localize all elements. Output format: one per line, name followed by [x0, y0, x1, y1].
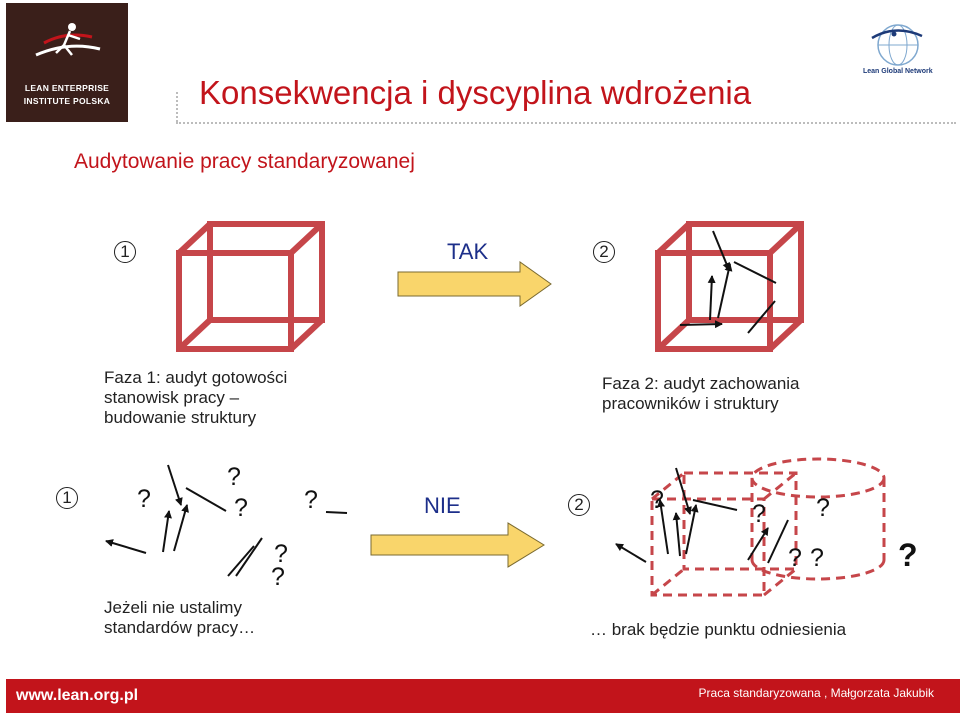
- page-title: Konsekwencja i dyscyplina wdrożenia: [199, 74, 752, 111]
- footer-credit: Praca standaryzowana , Małgorzata Jakubi…: [698, 686, 934, 700]
- phase-1-line-1: Faza 1: audyt gotowości: [104, 368, 288, 387]
- svg-text:?: ?: [227, 463, 241, 491]
- left-caption-line-1: Jeżeli nie ustalimy: [104, 598, 242, 617]
- svg-text:?: ?: [788, 544, 802, 572]
- phase-1-caption: Faza 1: audyt gotowości stanowisk pracy …: [104, 368, 287, 428]
- svg-text:?: ?: [810, 544, 824, 572]
- phase-1-line-2: stanowisk pracy –: [104, 388, 240, 407]
- phase-1-line-3: budowanie struktury: [104, 408, 257, 427]
- title-divider: [176, 122, 956, 124]
- right-bottom-caption: … brak będzie punktu odniesienia: [590, 620, 847, 639]
- network-label: Lean Global Network: [863, 68, 933, 75]
- svg-text:?: ?: [304, 486, 318, 514]
- svg-text:?: ?: [816, 494, 830, 522]
- logo-line-1: LEAN ENTERPRISE: [24, 83, 110, 93]
- title-divider-vertical: [176, 92, 178, 122]
- chaos-arrows-left: [105, 464, 348, 577]
- section-subtitle: Audytowanie pracy standaryzowanej: [74, 150, 415, 173]
- svg-text:?: ?: [234, 494, 248, 522]
- cylinder-dashed: [750, 457, 886, 581]
- no-arrow: [370, 522, 545, 568]
- svg-text:?: ?: [752, 500, 766, 528]
- lean-enterprise-logo: LEAN ENTERPRISE INSTITUTE POLSKA: [6, 3, 128, 122]
- bottom-step-1-badge: 1: [56, 487, 78, 509]
- cube-dashed: [650, 471, 798, 597]
- svg-text:?: ?: [898, 537, 918, 573]
- question-marks-right: ? ? ? ? ? ?: [650, 486, 918, 573]
- svg-text:?: ?: [274, 540, 288, 568]
- chaos-arrows-right: [615, 467, 789, 564]
- yes-label: TAK: [447, 239, 489, 264]
- no-label: NIE: [424, 493, 461, 518]
- left-bottom-caption: Jeżeli nie ustalimy standardów pracy…: [104, 598, 255, 638]
- yes-arrow: [397, 261, 552, 307]
- step-1-badge: 1: [114, 241, 136, 263]
- question-marks-left: ? ? ? ? ? ?: [137, 463, 318, 591]
- cube-solid-1: [176, 221, 325, 352]
- bottom-step-2-badge: 2: [568, 494, 590, 516]
- footer-bar: [158, 679, 960, 713]
- cube-2-arrows: [679, 230, 777, 334]
- phase-2-line-1: Faza 2: audyt zachowania: [602, 374, 800, 393]
- svg-text:?: ?: [137, 485, 151, 513]
- phase-2-line-2: pracowników i struktury: [602, 394, 779, 413]
- footer-url-link[interactable]: www.lean.org.pl: [6, 679, 158, 713]
- svg-text:?: ?: [650, 486, 664, 514]
- svg-text:?: ?: [271, 563, 285, 591]
- logo-line-2: INSTITUTE POLSKA: [23, 96, 111, 106]
- step-2-badge: 2: [593, 241, 615, 263]
- left-caption-line-2: standardów pracy…: [104, 618, 256, 637]
- cube-solid-2: [655, 221, 804, 352]
- runner-logo-icon: [35, 23, 101, 57]
- phase-2-caption: Faza 2: audyt zachowania pracowników i s…: [602, 374, 800, 414]
